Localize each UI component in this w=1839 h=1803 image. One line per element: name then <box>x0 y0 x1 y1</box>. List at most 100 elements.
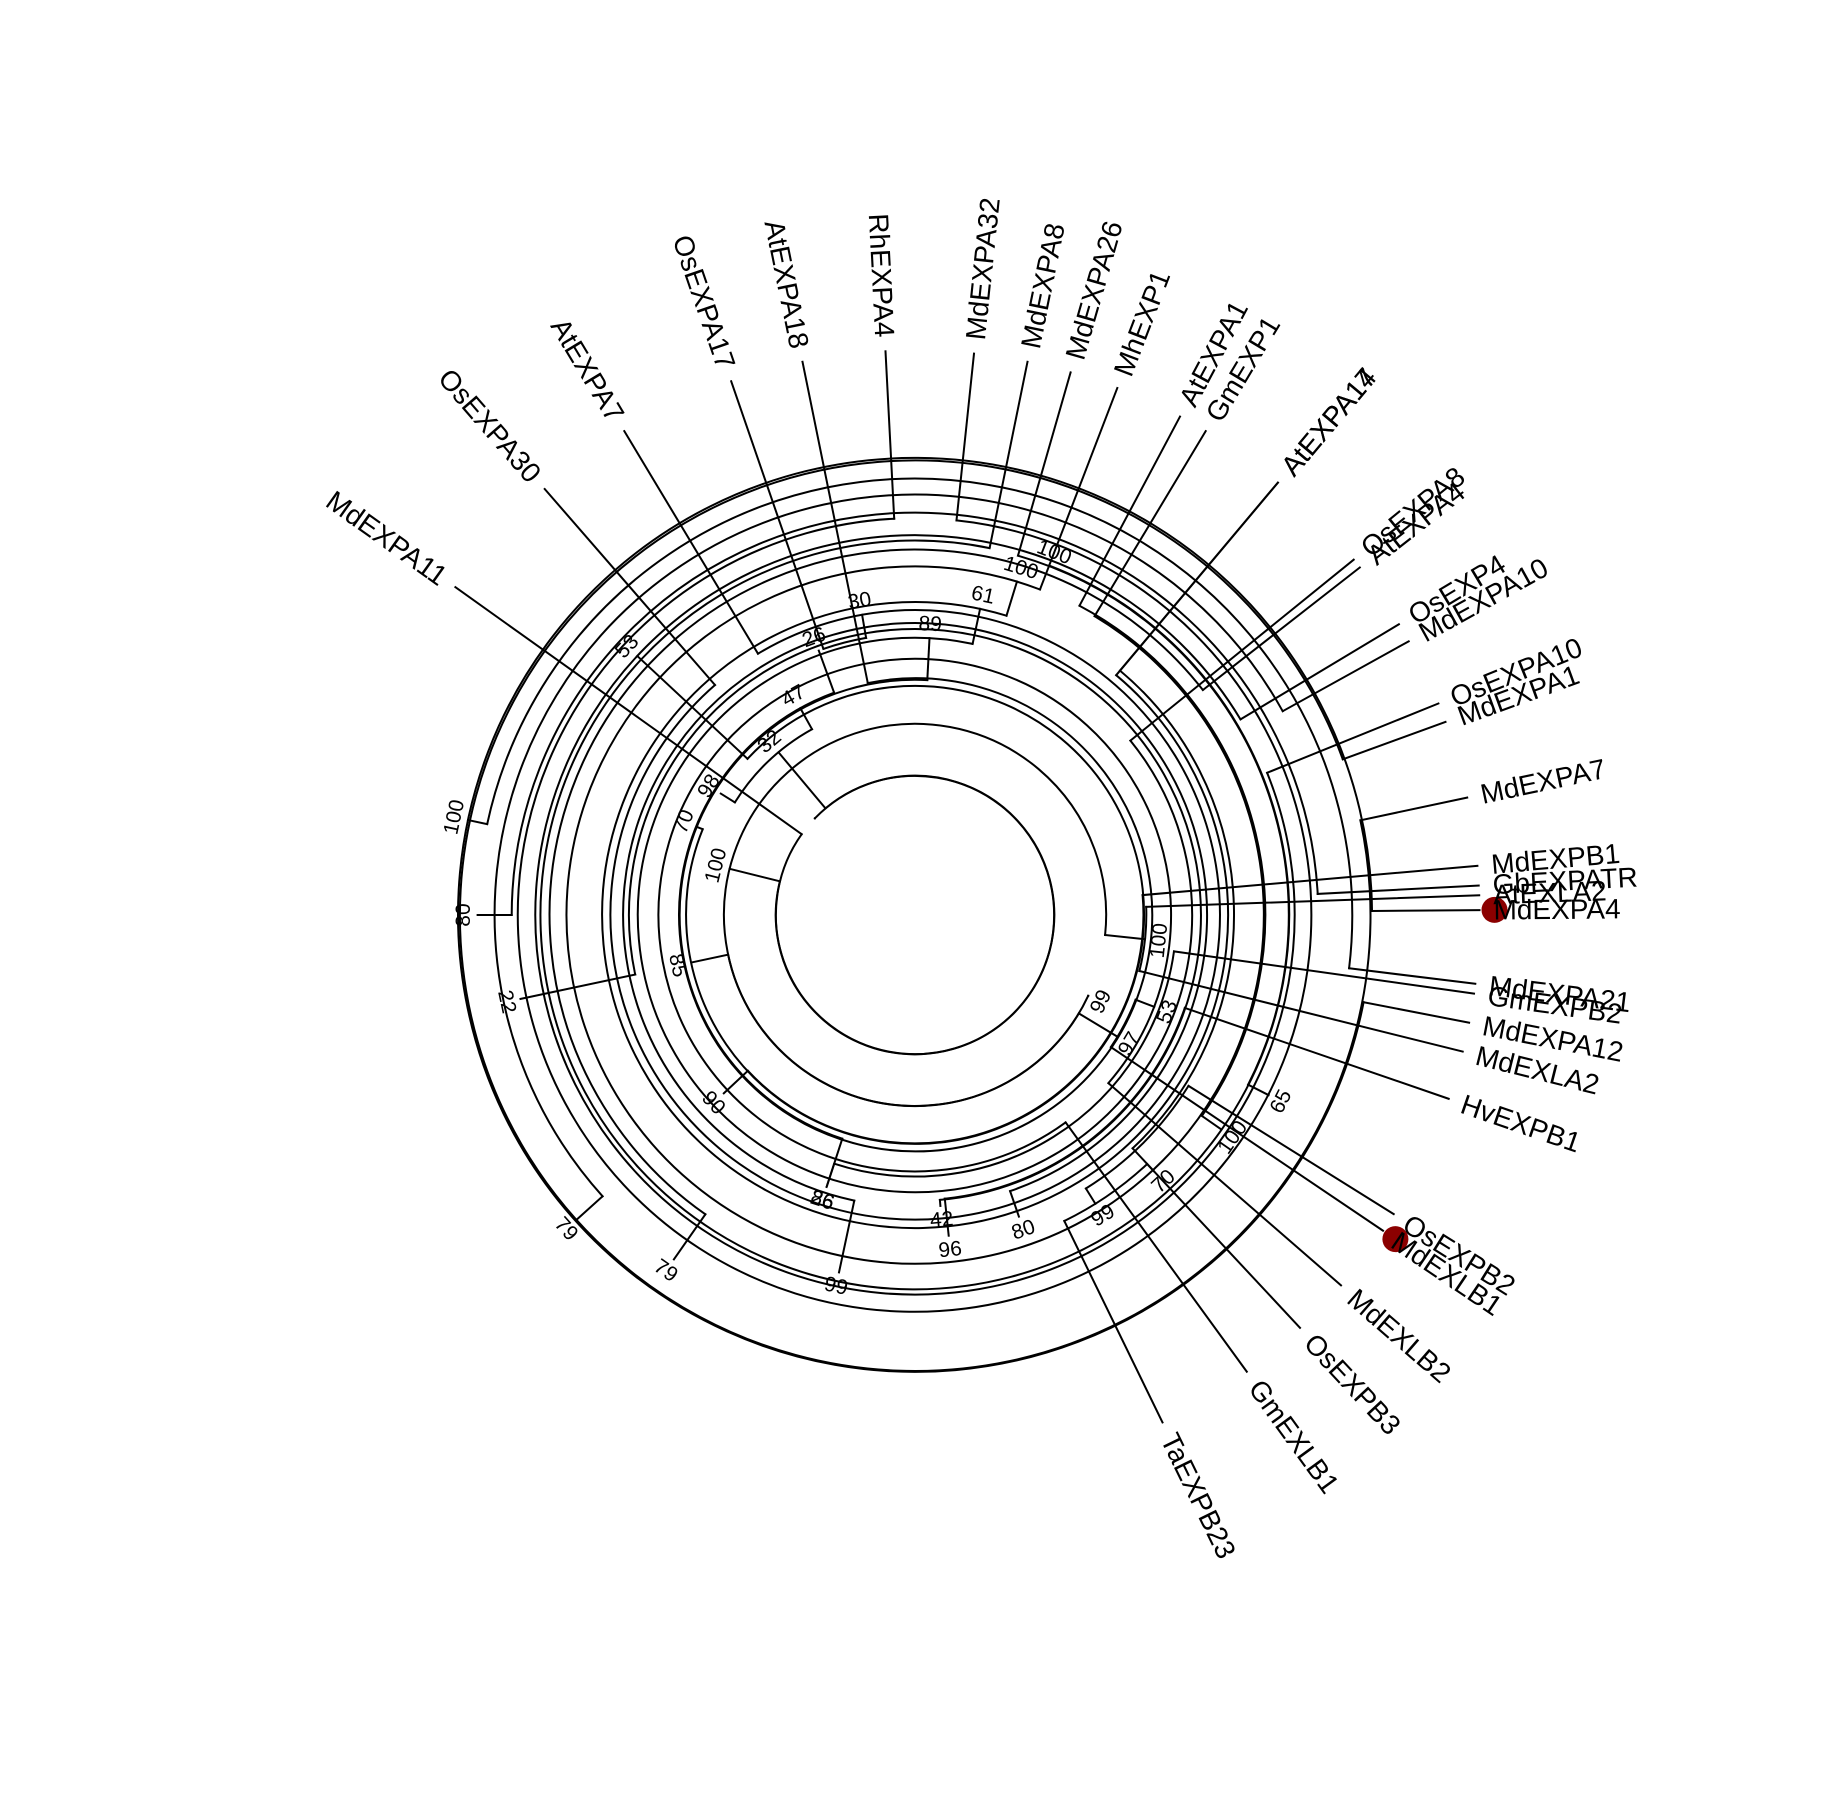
branch-MdEXPA21 <box>1347 967 1477 985</box>
tip-label-atexpa18: AtEXPA18 <box>759 217 815 351</box>
branch-n53b <box>635 654 749 761</box>
branch-n70 <box>1131 1146 1156 1173</box>
branch-n53 <box>1134 998 1156 1009</box>
branch-n99c <box>837 1199 856 1274</box>
arc-n30 <box>609 609 1221 1221</box>
branch-OsEXPA17 <box>729 380 825 651</box>
branch-MdEXPA12 <box>1362 1001 1471 1024</box>
bootstrap-n99: 99 <box>1087 1200 1119 1232</box>
arc-n96 <box>1084 1084 1190 1190</box>
branch-n26 <box>825 1137 844 1189</box>
arc-n80 <box>1118 669 1236 1150</box>
arc-nA <box>774 774 1056 1056</box>
tip-label-rhexpa4: RhEXPA4 <box>863 213 900 338</box>
tip-label-taexpb23: TaEXPB23 <box>1155 1428 1242 1563</box>
bootstrap-n80: 80 <box>1009 1215 1039 1244</box>
branch-n89 <box>926 637 931 682</box>
branch-n85 <box>690 953 730 964</box>
branch-MdEXPA7 <box>1359 796 1469 822</box>
arc-n100f <box>457 456 1374 1373</box>
branch-MhEXP1 <box>1047 386 1119 567</box>
bootstrap-n79a: 79 <box>650 1255 682 1287</box>
branch-n100f <box>466 818 489 826</box>
branch-GbEXPATR <box>1316 884 1480 895</box>
arc-n53b <box>534 534 1296 1296</box>
branch-MdEXLB2 <box>1106 1081 1343 1287</box>
branch-n32 <box>777 750 827 810</box>
branch-MdEXPA32 <box>955 352 976 522</box>
tip-label-mdexpa8: MdEXPA8 <box>1015 220 1071 351</box>
tip-label-hvexpb1: HvEXPB1 <box>1457 1089 1585 1159</box>
branch-MdEXPA11 <box>454 585 804 836</box>
arc-n99 <box>1062 1162 1149 1223</box>
branch-n47 <box>798 706 814 731</box>
branch-RhEXPA4 <box>884 350 896 520</box>
branch-TaEXPB23 <box>1062 1219 1164 1424</box>
tip-label-mhexp1: MhEXP1 <box>1108 266 1177 380</box>
tip-labels: TaEXPB23OsEXPB3OsEXPB2HvEXPB1GmEXPB2MdEX… <box>321 196 1639 1563</box>
tip-label-gbexpatr: GbEXPATR <box>1492 862 1639 901</box>
branch-GmEXLB1 <box>1064 1121 1249 1374</box>
marker-mdexpa4 <box>1481 896 1508 923</box>
branch-n65 <box>1246 1083 1270 1097</box>
arc-n79b <box>458 459 1372 1372</box>
arc-n42 <box>622 622 1208 1202</box>
branch-n100c <box>1005 580 1019 617</box>
branch-n26b <box>817 649 836 694</box>
arc-n61 <box>601 601 1230 1230</box>
arc-n99b <box>722 722 1108 1107</box>
bootstrap-n61: 61 <box>969 581 997 608</box>
branch-n80 <box>1008 1189 1021 1218</box>
tip-label-osexpa30: OsEXPA30 <box>432 363 547 489</box>
branch-AtEXPA7 <box>622 429 760 656</box>
bootstrap-n99c: 99 <box>822 1272 850 1299</box>
arc-n80b <box>486 477 1354 970</box>
arc-n89 <box>636 636 1194 1194</box>
bootstrap-n100f: 100 <box>439 798 469 837</box>
bootstrap-n42: 42 <box>929 1207 954 1232</box>
branch-n100b <box>1104 933 1147 941</box>
tip-label-gmexlb1: GmEXLB1 <box>1242 1374 1345 1499</box>
bootstrap-n22: 22 <box>493 988 520 1016</box>
branch-n79a <box>672 1212 707 1261</box>
arc-n90 <box>832 950 1176 1178</box>
tip-label-osexpa17: OsEXPA17 <box>667 231 742 373</box>
branch-GmEXPB2 <box>1172 950 1476 995</box>
branch-MdEXPA26 <box>1016 371 1072 557</box>
branch-n42 <box>938 1198 942 1207</box>
bootstrap-n96: 96 <box>937 1237 963 1262</box>
branch-MdEXPA1 <box>1341 720 1447 761</box>
arc-n98 <box>685 684 1146 1145</box>
branch-AtEXPA4 <box>1201 566 1362 692</box>
arc-n79a <box>493 493 1285 1198</box>
branch-n100d <box>1038 564 1051 591</box>
tip-label-mdexpa11: MdEXPA11 <box>321 485 453 592</box>
branch-AtEXPA14 <box>1118 481 1280 673</box>
tip-label-atexla2: AtEXLA2 <box>1493 875 1608 910</box>
tip-label-atexpa14: AtEXPA14 <box>1275 362 1382 482</box>
arc-n32 <box>733 727 814 804</box>
branch-n98 <box>719 792 737 804</box>
arc-n47 <box>678 677 1154 1153</box>
arc-n65 <box>516 517 1313 1313</box>
bootstrap-n97: 97 <box>1114 1028 1146 1060</box>
branch-OsEXPA10 <box>1265 702 1440 775</box>
arc-n100e <box>1016 554 1290 1087</box>
tip-label-atexpa7: AtEXPA7 <box>545 313 631 427</box>
arc-n26 <box>627 628 1202 1201</box>
tip-label-mdexpa7: MdEXPA7 <box>1478 753 1609 810</box>
highlight-markers <box>1382 896 1508 1253</box>
arc-n100b <box>1138 905 1148 973</box>
arc-root <box>774 774 1056 1056</box>
branch-n70b <box>695 825 704 831</box>
arc-n70 <box>1078 604 1267 1118</box>
bootstrap-n30: 30 <box>846 588 873 615</box>
arc-n99c <box>548 548 1205 1216</box>
tip-label-mdexpa32: MdEXPA32 <box>960 196 1006 341</box>
bootstrap-n99b: 99 <box>1086 986 1117 1017</box>
branch-n22 <box>519 973 637 1001</box>
arc-n100a <box>726 953 1090 1108</box>
branch-n99 <box>1084 1187 1097 1206</box>
arc-n100c <box>565 565 1265 1265</box>
